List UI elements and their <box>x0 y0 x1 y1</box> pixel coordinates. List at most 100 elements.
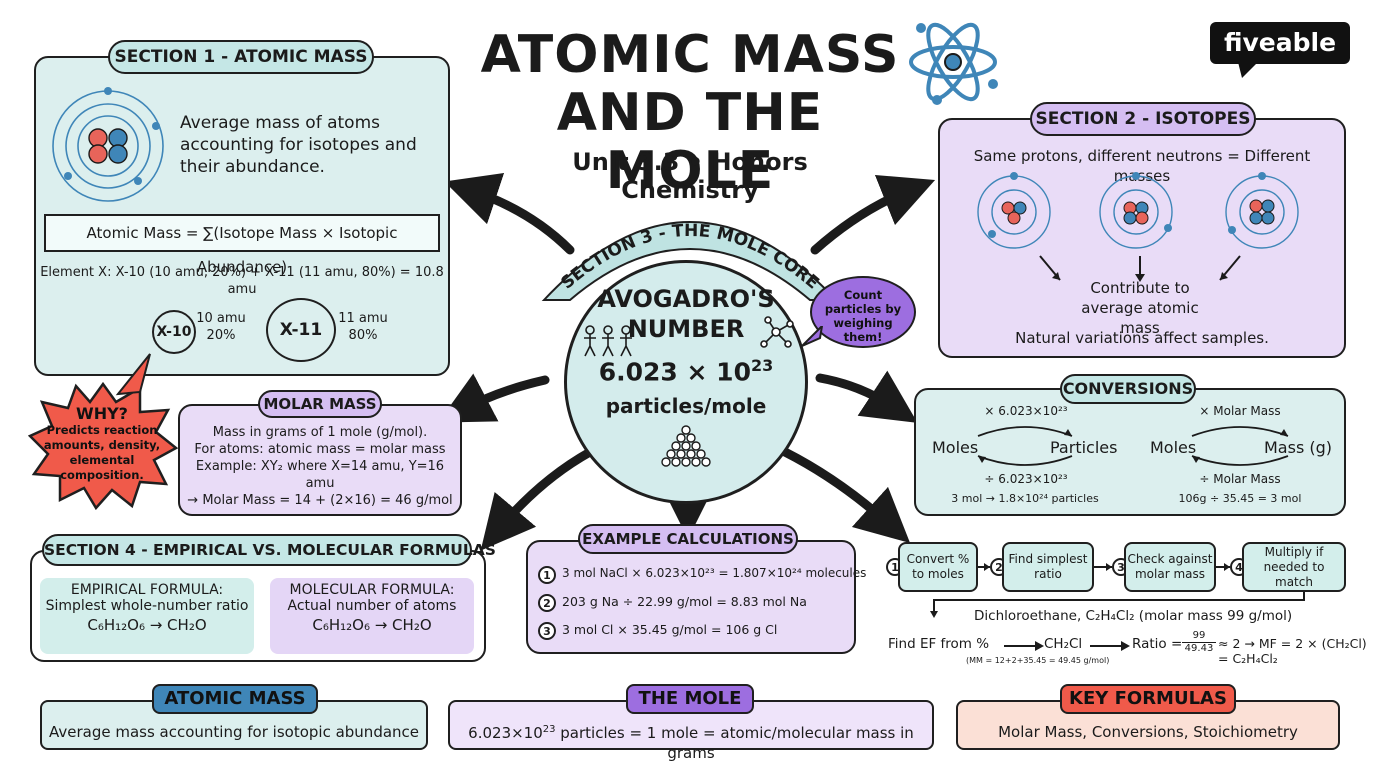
avogadro-value: 6.023 × 1023 <box>590 356 782 386</box>
example-1-number: 1 <box>538 566 556 584</box>
why-title: WHY? <box>76 404 128 423</box>
contribute-arrows <box>1039 255 1241 282</box>
section-2-pill: SECTION 2 - ISOTOPES <box>1030 102 1256 136</box>
avogadro-unit: particles/mole <box>605 394 767 418</box>
conversions-pill: CONVERSIONS <box>1060 374 1196 404</box>
fiveable-logo: fiveable <box>1210 22 1350 64</box>
isotope-x10-circle: X-10 <box>152 310 196 354</box>
isotope-x11-label: X-11 <box>279 320 323 340</box>
conv-left-bottom: ÷ 6.023×10²³ <box>984 472 1068 486</box>
avogadro-title: AVOGADRO'S NUMBER <box>590 284 782 344</box>
step-2-box: Find simplest ratio <box>1002 542 1094 592</box>
empirical-eq: C₆H₁₂O₆ → CH₂O <box>87 616 207 634</box>
example-3-text: 3 mol Cl × 35.45 g/mol = 106 g Cl <box>562 622 778 637</box>
speech-bubble-text: Count particles by weighing them! <box>824 288 902 344</box>
ratio-label: Ratio = <box>1132 636 1183 652</box>
step-connector-arrows <box>930 563 1305 618</box>
step-1-box: Convert % to moles <box>898 542 978 592</box>
example-2-text: 203 g Na ÷ 22.99 g/mol = 8.83 mol Na <box>562 594 807 609</box>
isotope-x10-mass: 10 amu <box>196 311 246 326</box>
title-line-2: AND THE MOLE <box>556 83 824 201</box>
step-3-text: Check against molar mass <box>1127 552 1213 581</box>
isotope-x10-label: X-10 <box>156 324 192 340</box>
natural-variations-note: Natural variations affect samples. <box>1015 329 1269 347</box>
ratio-fraction: 99 49.43 <box>1182 630 1216 655</box>
conv-left-to: Particles <box>1050 438 1118 457</box>
compound-line: Dichloroethane, C₂H₄Cl₂ (molar mass 99 g… <box>974 608 1293 624</box>
people-icon <box>584 325 632 357</box>
ratio-denominator: 49.43 <box>1184 643 1214 654</box>
molecular-eq: C₆H₁₂O₆ → CH₂O <box>312 616 432 634</box>
footer-key-pill: KEY FORMULAS <box>1060 684 1236 714</box>
examples-pill: EXAMPLE CALCULATIONS <box>578 524 798 554</box>
molar-mass-note: (MM = 12+2+35.45 = 49.45 g/mol) <box>966 656 1110 665</box>
conv-right-example: 106g ÷ 35.45 = 3 mol <box>1178 492 1302 505</box>
molar-mass-pill: MOLAR MASS <box>258 390 382 418</box>
step-3-box: Check against molar mass <box>1124 542 1216 592</box>
page-subtitle: Unit 3.3 • Honors Chemistry <box>572 148 808 204</box>
avogadro-mantissa: 6.023 × 10 <box>598 357 751 387</box>
conv-right-top: × Molar Mass <box>1199 404 1281 418</box>
conv-right-to: Mass (g) <box>1264 438 1333 457</box>
isotope-x11-mass: 11 amu <box>338 311 388 326</box>
empirical-desc: Simplest whole-number ratio <box>45 598 249 614</box>
footer-atomic-text: Average mass accounting for isotopic abu… <box>48 723 420 741</box>
example-1-text: 3 mol NaCl × 6.023×10²³ = 1.807×10²⁴ mol… <box>562 566 867 580</box>
formula-text: Atomic Mass = ∑(Isotope Mass × Isotopic … <box>86 224 398 276</box>
example-3-number: 3 <box>538 622 556 640</box>
footer-mole-text: 6.023×1023 particles = 1 mole = atomic/m… <box>450 720 932 763</box>
footer-mole-exp: 23 <box>542 724 556 735</box>
step-1-text: Convert % to moles <box>906 552 970 581</box>
particle-pyramid-icon <box>661 425 711 467</box>
why-text: Predicts reaction amounts, density, elem… <box>43 423 161 482</box>
molecule-icon <box>760 316 794 348</box>
logo-tail <box>1238 62 1258 78</box>
isotope-x11-pct: 80% <box>348 328 378 343</box>
ratio-result: ≈ 2 → MF = 2 × (CH₂Cl) = C₂H₄Cl₂ <box>1218 636 1367 666</box>
footer-key-text: Molar Mass, Conversions, Stoichiometry <box>998 723 1298 741</box>
isotope-atoms-icon <box>977 172 1299 249</box>
footer-mole-text-a: 6.023×10 <box>468 724 543 742</box>
section-3-banner: SECTION 3 - THE MOLE CORE <box>541 221 839 301</box>
why-pointer <box>115 353 151 396</box>
section-4-pill: SECTION 4 - EMPIRICAL VS. MOLECULAR FORM… <box>42 534 496 566</box>
isotope-x10-pct: 20% <box>206 328 236 343</box>
find-ef-label: Find EF from % <box>888 636 990 652</box>
ratio-numerator: 99 <box>1182 630 1216 643</box>
section-2-panel <box>938 118 1346 358</box>
empirical-card: EMPIRICAL FORMULA: Simplest whole-number… <box>40 578 254 654</box>
conv-right-from: Moles <box>1150 438 1197 457</box>
avogadro-line-1: AVOGADRO'S <box>597 285 775 313</box>
step-2-text: Find simplest ratio <box>1008 552 1088 581</box>
page-title: ATOMIC MASS AND THE MOLE <box>470 26 910 200</box>
conv-right-bottom: ÷ Molar Mass <box>1199 472 1281 486</box>
step-4-text: Multiply if needed to match <box>1263 544 1325 589</box>
footer-atomic-pill: ATOMIC MASS <box>152 684 318 714</box>
molar-mass-line-3: Example: XY₂ where X=14 amu, Y=16 amu <box>195 459 445 491</box>
molar-mass-line-4: → Molar Mass = 14 + (2×16) = 46 g/mol <box>187 493 453 508</box>
conv-left-from: Moles <box>932 438 979 457</box>
isotope-x11-circle: X-11 <box>266 298 336 362</box>
section-1-description: Average mass of atoms accounting for iso… <box>180 113 417 177</box>
atomic-mass-formula: Atomic Mass = ∑(Isotope Mass × Isotopic … <box>44 214 440 276</box>
molecular-desc: Actual number of atoms <box>287 598 457 614</box>
molar-mass-panel <box>178 404 462 516</box>
isotope-x11-info: 11 amu 80% <box>338 310 388 344</box>
title-line-1: ATOMIC MASS <box>480 25 900 85</box>
avogadro-exponent: 23 <box>750 356 774 375</box>
empirical-formula-result: CH₂Cl <box>1044 636 1083 652</box>
section-3-pill: SECTION 3 - THE MOLE CORE <box>557 221 822 294</box>
isotope-x10-info: 10 amu 20% <box>196 310 246 344</box>
molecular-title: MOLECULAR FORMULA: <box>289 582 455 598</box>
element-x-example: Element X: X-10 (10 amu, 20%) + X-11 (11… <box>40 265 444 297</box>
brand-name: fiveable <box>1223 28 1337 57</box>
svg-text:SECTION 3 - THE MOLE CORE: SECTION 3 - THE MOLE CORE <box>557 221 822 294</box>
section-1-pill: SECTION 1 - ATOMIC MASS <box>108 40 374 74</box>
avogadro-line-2: NUMBER <box>627 315 745 343</box>
molecular-card: MOLECULAR FORMULA: Actual number of atom… <box>270 578 474 654</box>
molar-mass-line-2: For atoms: atomic mass = molar mass <box>194 442 446 457</box>
atom-diagram-icon <box>52 87 164 202</box>
footer-mole-text-b: particles = 1 mole = atomic/molecular ma… <box>555 724 914 762</box>
conv-left-top: × 6.023×10²³ <box>984 404 1068 418</box>
